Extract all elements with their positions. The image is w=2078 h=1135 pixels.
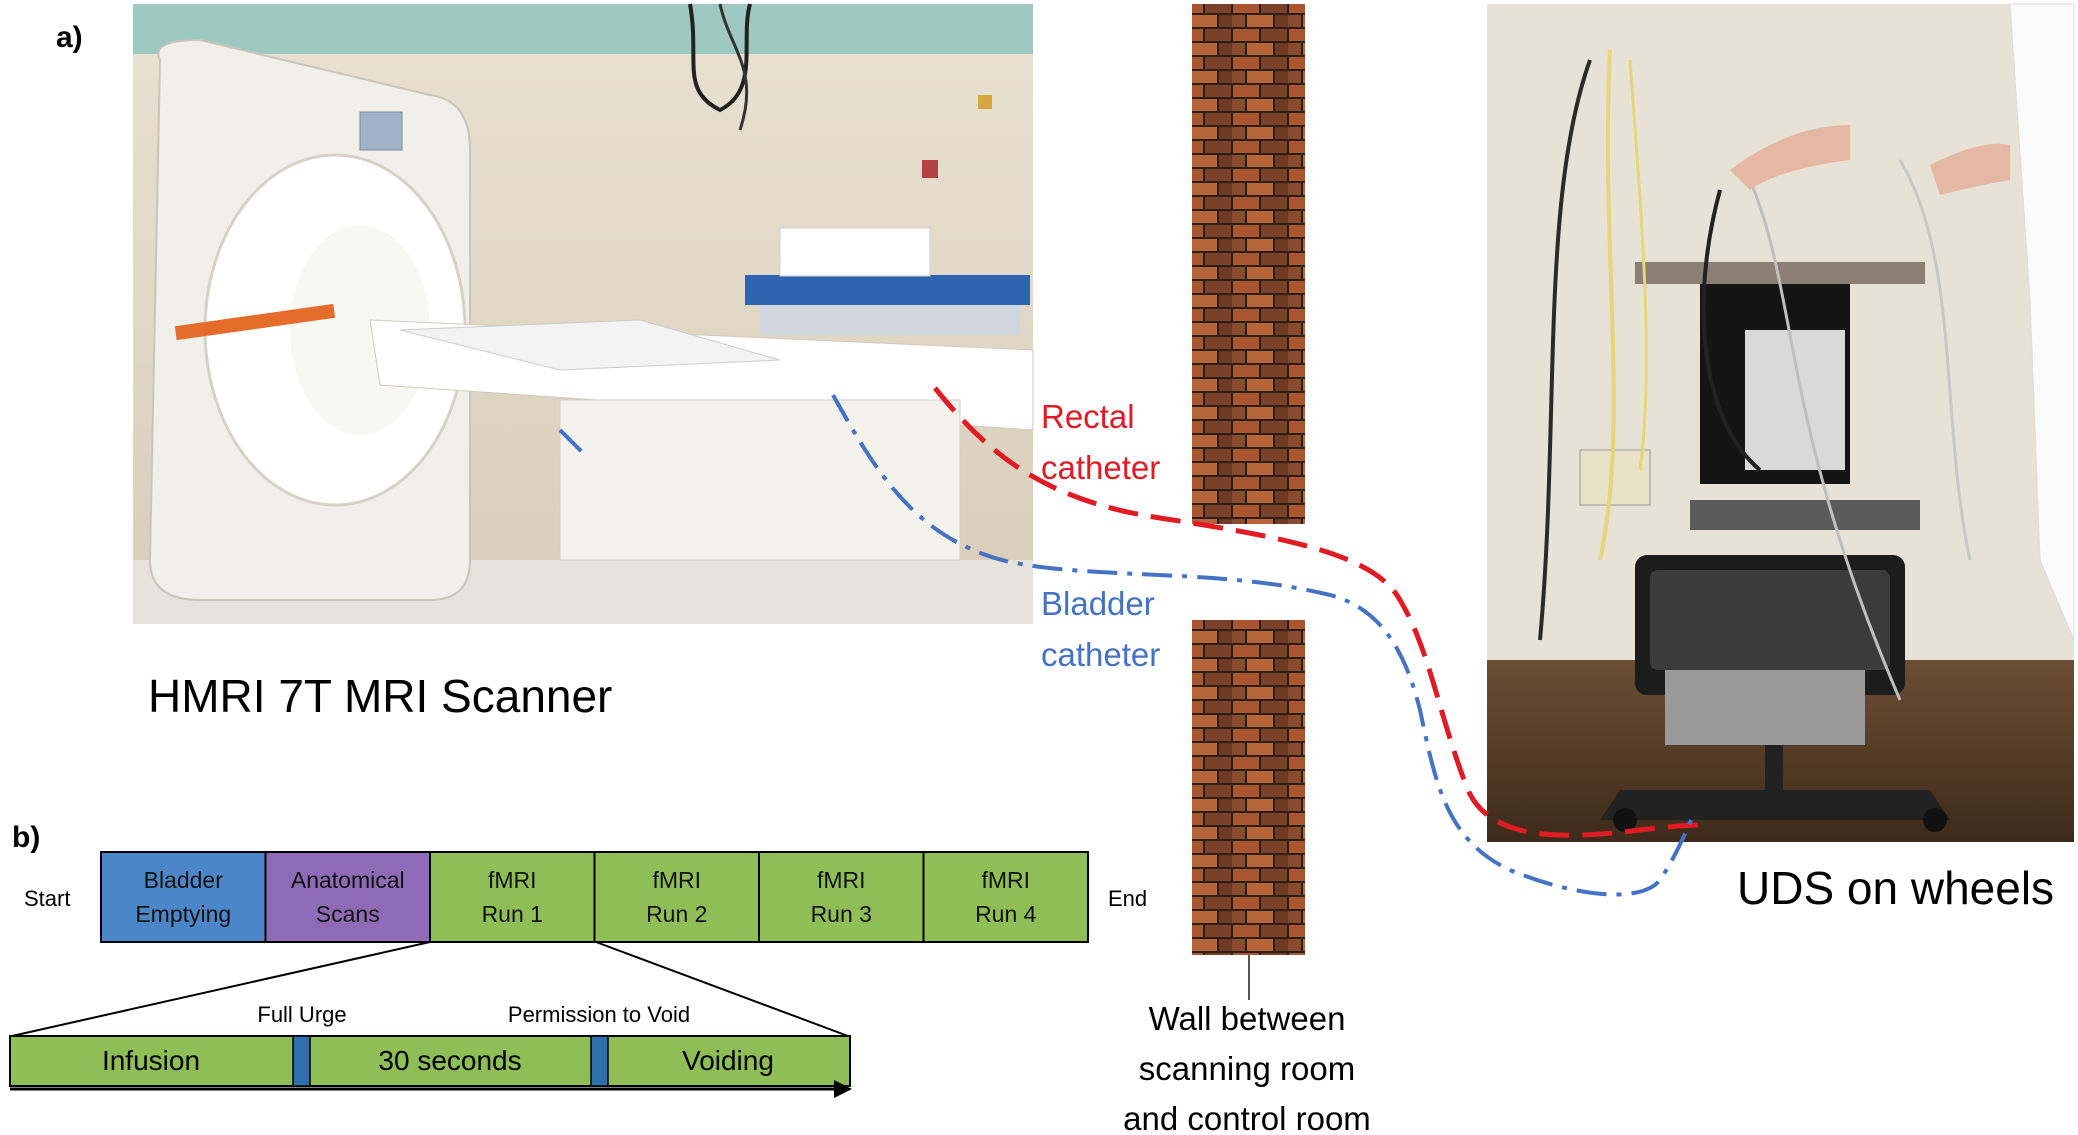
- bladder-catheter-line-short: [558, 428, 587, 457]
- timeline-block: [593, 851, 760, 943]
- timeline-block-line1: fMRI: [817, 867, 866, 893]
- timeline-block-line2: Run 1: [482, 901, 543, 927]
- zoom-line-right: [595, 941, 849, 1037]
- panel-a-label: a): [56, 21, 83, 54]
- timeline-block-line1: fMRI: [488, 867, 537, 893]
- wall-label-line2: scanning room: [1139, 1050, 1355, 1087]
- timeline-start-label: Start: [24, 886, 70, 911]
- scanner-caption: HMRI 7T MRI Scanner: [148, 670, 612, 722]
- timeline-block: [100, 851, 267, 943]
- wall-label-line1: Wall between: [1149, 1000, 1346, 1037]
- permission-marker: [590, 1035, 609, 1087]
- timeline-block: [758, 851, 925, 943]
- bladder-catheter-line: [831, 394, 1697, 897]
- timeline-block: [264, 851, 431, 943]
- wall-label-line3: and control room: [1123, 1100, 1371, 1135]
- permission-to-void-label: Permission to Void: [508, 1002, 690, 1027]
- bladder-label-line2: catheter: [1041, 636, 1160, 673]
- uds-cart-photo: [1487, 3, 2075, 842]
- uds-caption: UDS on wheels: [1737, 862, 2054, 914]
- timeline-block-line2: Run 4: [975, 901, 1037, 927]
- timeline-block-line2: Run 3: [811, 901, 872, 927]
- rectal-catheter-line: [933, 386, 1701, 838]
- segment-30-seconds: 30 seconds: [378, 1045, 521, 1076]
- timeline-block-line2: Emptying: [135, 901, 231, 927]
- timeline-block-line1: fMRI: [652, 867, 701, 893]
- segment-infusion: Infusion: [102, 1045, 200, 1076]
- timeline-end-label: End: [1108, 886, 1147, 911]
- zoom-line-left: [11, 941, 431, 1037]
- timeline-block-line1: fMRI: [981, 867, 1030, 893]
- bladder-label-line1: Bladder: [1041, 585, 1155, 622]
- timeline-block: [922, 851, 1089, 943]
- timeline-block: [429, 851, 596, 943]
- rectal-label-line1: Rectal: [1041, 398, 1135, 435]
- panel-b-label: b): [12, 821, 40, 854]
- timeline-block-line2: Scans: [316, 901, 380, 927]
- timeline-block-line1: Bladder: [144, 867, 224, 893]
- brick-wall-upper: [1192, 4, 1305, 524]
- segment-voiding: Voiding: [682, 1045, 774, 1076]
- full-urge-label: Full Urge: [257, 1002, 346, 1027]
- timeline-block-line2: Run 2: [646, 901, 707, 927]
- mri-scanner-photo: [133, 3, 1034, 624]
- time-arrow-head: [834, 1080, 852, 1098]
- timeline-block-line1: Anatomical: [291, 867, 405, 893]
- brick-wall-lower: [1192, 620, 1305, 955]
- rectal-label-line2: catheter: [1041, 449, 1160, 486]
- full-urge-marker: [292, 1035, 311, 1087]
- run-detail-bar: [9, 1035, 851, 1087]
